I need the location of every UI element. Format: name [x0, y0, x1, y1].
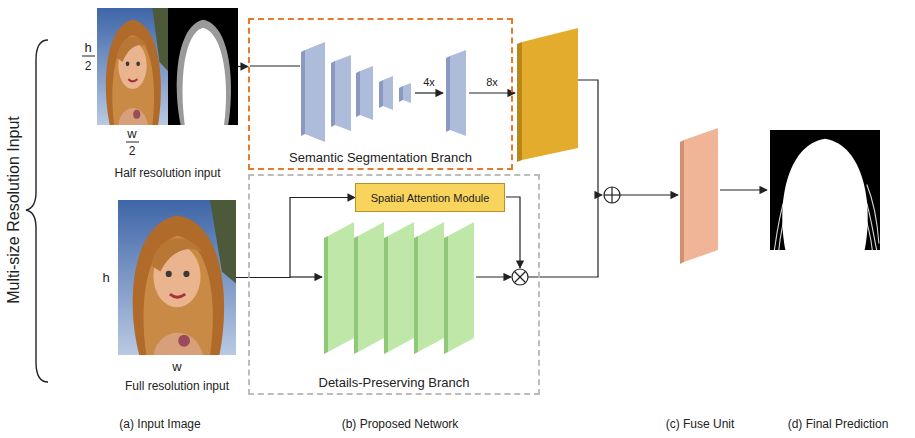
input-line	[250, 65, 300, 66]
upsample-arrow	[415, 92, 443, 93]
branch-arrow	[476, 276, 511, 277]
input-image: Half resolution input	[97, 8, 238, 125]
upsample-arrow	[469, 92, 515, 93]
add-operator	[604, 187, 620, 203]
scale-label: 4x	[423, 77, 435, 88]
part-caption: (a) Input Image	[119, 418, 200, 430]
part-caption: (c) Fuse Unit	[666, 418, 735, 430]
fraction-bar	[82, 56, 95, 57]
dimension-label: w	[127, 127, 136, 140]
full-res-image	[118, 200, 236, 355]
part-caption: (b) Proposed Network	[342, 418, 459, 430]
part-caption: (d) Final Prediction	[788, 418, 889, 430]
fuse-arrow	[620, 194, 678, 195]
fuse-block	[680, 140, 684, 264]
blue-layers	[301, 42, 466, 142]
half-res-alpha	[168, 8, 238, 125]
side-title: Multi-size Resolution Input	[6, 116, 22, 304]
branch-box: Details-Preserving Branch Spatial Attenti…	[248, 174, 540, 395]
branch-box: Semantic Segmentation Branch	[248, 18, 513, 170]
semantic-output-block	[517, 42, 522, 162]
attention-arrow	[506, 197, 520, 268]
dimension-label: h	[84, 41, 91, 54]
semantic-output-block	[522, 28, 578, 160]
final-prediction-image	[770, 130, 880, 250]
brace	[26, 40, 48, 382]
scale-label: 8x	[486, 77, 498, 88]
node-text: Half resolution input	[114, 166, 220, 180]
connector-arrow	[238, 66, 248, 67]
connector-arrow	[236, 198, 355, 278]
branch-arrow	[290, 276, 322, 277]
node-text: Full resolution input	[125, 379, 229, 393]
node-text: Spatial Attention Module	[371, 192, 490, 204]
fraction-bar	[126, 142, 139, 143]
dimension-label: w	[172, 360, 181, 373]
green-layers	[324, 222, 474, 354]
merge-arrow	[598, 194, 602, 195]
dimension-label: 2	[85, 60, 92, 72]
output-arrow	[720, 189, 767, 190]
fuse-block	[684, 128, 718, 262]
dimension-label: h	[102, 271, 109, 284]
half-res-image	[97, 8, 168, 125]
node-text: Details-Preserving Branch	[318, 375, 469, 390]
multiply-operator	[512, 269, 528, 285]
input-image: Full resolution input	[118, 200, 236, 355]
node-text: Semantic Segmentation Branch	[289, 150, 472, 165]
module-box: Spatial Attention Module	[355, 183, 505, 212]
dimension-label: 2	[129, 145, 136, 157]
